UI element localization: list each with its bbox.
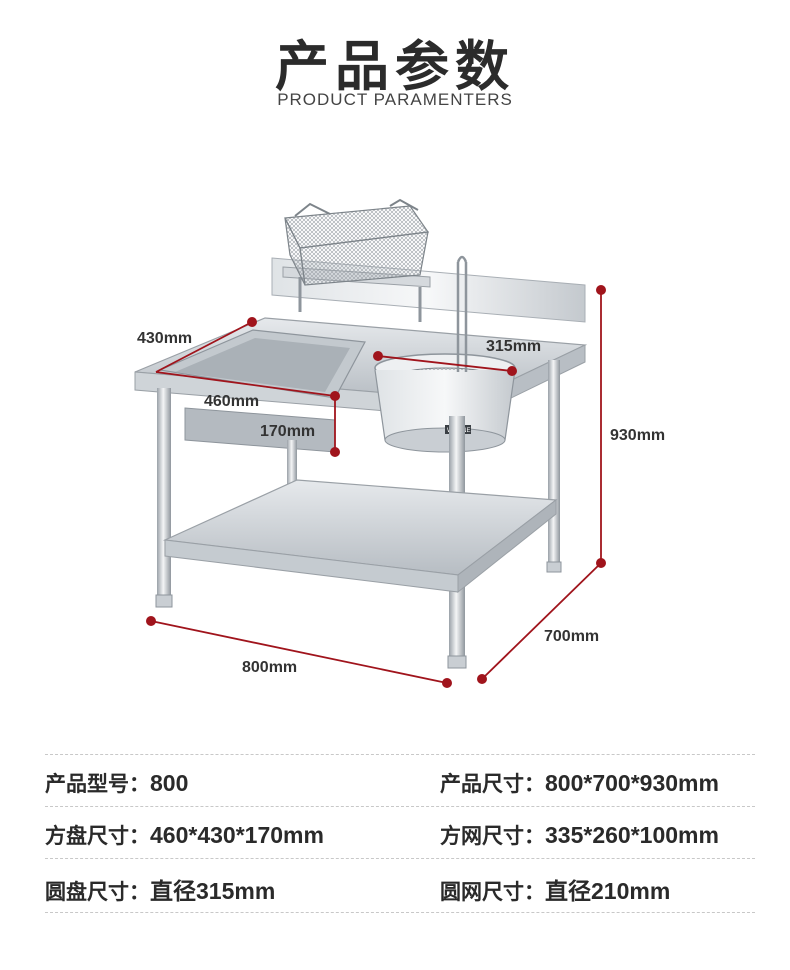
dim-round-pan: 315mm <box>486 338 541 355</box>
spec-label: 产品型号： <box>45 772 150 796</box>
page-subtitle: PRODUCT PARAMENTERS <box>277 90 513 109</box>
dim-sink-length: 460mm <box>204 393 259 410</box>
spec-row: 方盘尺寸：460*430*170mm 方网尺寸：335*260*100mm <box>45 806 755 858</box>
dimension-lines <box>146 285 606 688</box>
spec-label: 方盘尺寸： <box>45 824 150 848</box>
spec-row: 圆盘尺寸：直径315mm 圆网尺寸：直径210mm <box>45 858 755 910</box>
dim-length: 800mm <box>242 659 297 676</box>
spec-value: 800*700*930mm <box>545 770 719 796</box>
square-sink <box>157 329 366 453</box>
dim-height: 930mm <box>610 427 665 444</box>
spec-value: 直径210mm <box>545 878 671 904</box>
spec-row: 产品型号：800 产品尺寸：800*700*930mm <box>45 754 755 806</box>
spec-label: 产品尺寸： <box>440 772 545 796</box>
spec-value: 直径315mm <box>150 878 276 904</box>
spec-value: 800 <box>150 770 189 796</box>
spec-value: 335*260*100mm <box>545 822 719 848</box>
divider <box>45 912 755 913</box>
spec-label: 圆盘尺寸： <box>45 880 150 904</box>
spec-label: 方网尺寸： <box>440 824 545 848</box>
product-diagram: WAISNE 430mm 460mm 170mm 315mm 930mm 700… <box>134 198 665 688</box>
fry-basket <box>284 198 430 286</box>
spec-label: 圆网尺寸： <box>440 880 545 904</box>
leg-back-right <box>548 360 560 565</box>
round-pan: WAISNE <box>374 255 516 453</box>
dim-depth: 700mm <box>544 628 599 645</box>
dim-sink-width: 430mm <box>137 330 192 347</box>
leg-back-left <box>287 440 297 500</box>
dim-sink-depth: 170mm <box>260 423 315 440</box>
leg-front-left <box>157 388 171 598</box>
page-title: 产品参数 <box>275 35 515 98</box>
spec-value: 460*430*170mm <box>150 822 324 848</box>
